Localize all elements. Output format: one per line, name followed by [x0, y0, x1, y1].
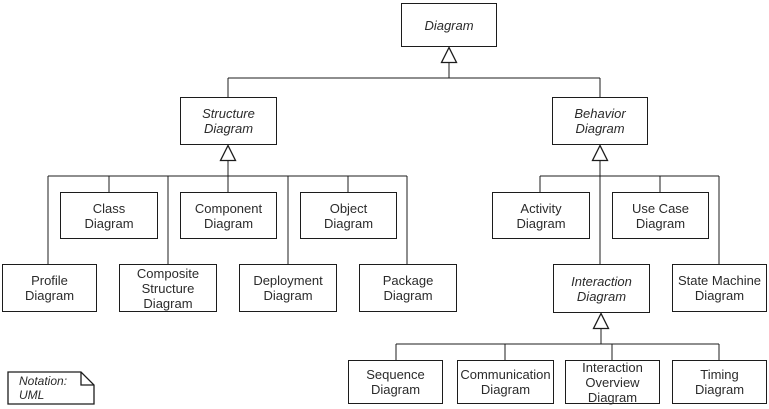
note-fold-icon — [80, 372, 94, 386]
node-interaction-overview-diagram-label: Interaction Overview Diagram — [582, 359, 643, 405]
node-component-diagram[interactable]: Component Diagram — [180, 192, 277, 239]
uml-note-label: Notation: UML — [19, 374, 68, 402]
node-composite-structure-diagram-label: Composite Structure Diagram — [136, 265, 200, 311]
uml-note-shape — [7, 371, 95, 405]
node-state-machine-diagram-label: State Machine Diagram — [677, 273, 762, 303]
node-communication-diagram-label: Communication Diagram — [460, 367, 551, 397]
node-communication-diagram[interactable]: Communication Diagram — [457, 360, 554, 404]
node-component-diagram-label: Component Diagram — [194, 200, 263, 231]
node-structure-diagram-label: Structure Diagram — [202, 106, 255, 136]
node-timing-diagram[interactable]: Timing Diagram — [672, 360, 767, 404]
generalization-arrow-icon — [440, 46, 458, 64]
generalization-arrows — [219, 46, 610, 330]
node-timing-diagram-label: Timing Diagram — [694, 367, 745, 397]
node-object-diagram-label: Object Diagram — [323, 200, 374, 231]
generalization-arrow-icon — [592, 312, 610, 330]
connector-lines — [47, 62, 720, 360]
node-profile-diagram-label: Profile Diagram — [24, 273, 75, 303]
generalization-arrow-icon — [591, 144, 609, 162]
note-outline — [7, 371, 95, 405]
node-activity-diagram[interactable]: Activity Diagram — [492, 192, 590, 239]
node-use-case-diagram[interactable]: Use Case Diagram — [612, 192, 709, 239]
node-interaction-diagram[interactable]: Interaction Diagram — [553, 264, 650, 313]
uml-note[interactable]: Notation: UML — [8, 372, 88, 404]
node-package-diagram[interactable]: Package Diagram — [359, 264, 457, 312]
node-class-diagram[interactable]: Class Diagram — [60, 192, 158, 239]
node-sequence-diagram-label: Sequence Diagram — [366, 367, 425, 397]
node-package-diagram-label: Package Diagram — [382, 273, 434, 303]
node-profile-diagram[interactable]: Profile Diagram — [2, 264, 97, 312]
node-interaction-overview-diagram[interactable]: Interaction Overview Diagram — [565, 359, 660, 405]
node-deployment-diagram[interactable]: Deployment Diagram — [239, 264, 337, 312]
node-class-diagram-label: Class Diagram — [84, 200, 134, 231]
node-behavior-diagram-label: Behavior Diagram — [574, 106, 626, 136]
node-structure-diagram[interactable]: Structure Diagram — [180, 97, 277, 145]
node-diagram-label: Diagram — [424, 17, 474, 33]
node-diagram[interactable]: Diagram — [401, 3, 497, 47]
node-behavior-diagram[interactable]: Behavior Diagram — [552, 97, 648, 145]
node-use-case-diagram-label: Use Case Diagram — [631, 200, 690, 231]
node-state-machine-diagram[interactable]: State Machine Diagram — [672, 264, 767, 312]
node-deployment-diagram-label: Deployment Diagram — [253, 273, 323, 303]
node-sequence-diagram[interactable]: Sequence Diagram — [348, 360, 443, 404]
node-interaction-diagram-label: Interaction Diagram — [571, 273, 632, 304]
generalization-arrow-icon — [219, 144, 237, 162]
node-activity-diagram-label: Activity Diagram — [516, 200, 566, 231]
node-composite-structure-diagram[interactable]: Composite Structure Diagram — [119, 264, 217, 312]
node-object-diagram[interactable]: Object Diagram — [300, 192, 397, 239]
